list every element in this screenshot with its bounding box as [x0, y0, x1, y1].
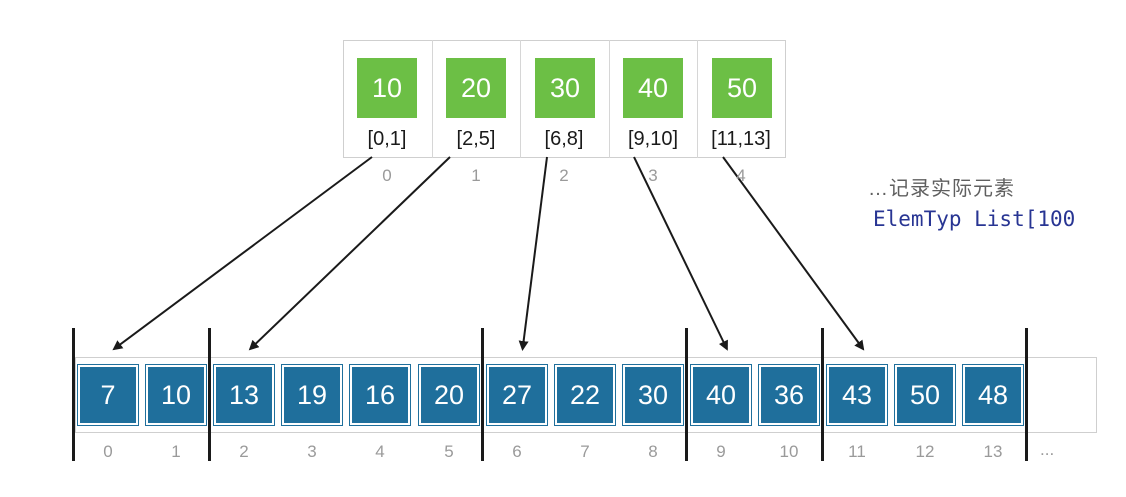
array-value-box: 7 — [77, 364, 139, 426]
index-cell-divider — [697, 40, 698, 158]
array-position-label: 0 — [103, 442, 113, 461]
array-value-box: 48 — [962, 364, 1024, 426]
index-cell-divider — [520, 40, 521, 158]
link-arrow — [722, 156, 865, 351]
group-divider-bar — [685, 328, 688, 461]
index-cell-divider — [609, 40, 610, 158]
array-position-label: 8 — [648, 442, 658, 461]
array-value-box: 10 — [145, 364, 207, 426]
index-value-box: 30 — [535, 58, 595, 118]
link-arrow — [518, 156, 548, 351]
array-position-label: 3 — [307, 442, 317, 461]
index-cell-divider — [432, 40, 433, 158]
array-position-label: 1 — [171, 442, 181, 461]
index-position-label: 0 — [382, 166, 392, 185]
index-value-box: 50 — [712, 58, 772, 118]
array-position-label: 5 — [444, 442, 454, 461]
array-position-label: 13 — [983, 442, 1003, 461]
index-range-label: [2,5] — [456, 128, 496, 150]
link-arrow — [248, 156, 451, 351]
side-caption-chinese: …记录实际元素 — [868, 178, 1015, 200]
array-position-label: 6 — [512, 442, 522, 461]
array-value-box: 13 — [213, 364, 275, 426]
index-position-label: 2 — [559, 166, 569, 185]
array-value-box: 30 — [622, 364, 684, 426]
array-position-label: 11 — [848, 442, 866, 461]
index-range-label: [6,8] — [544, 128, 584, 150]
index-range-label: [0,1] — [367, 128, 407, 150]
array-position-label: 9 — [716, 442, 726, 461]
group-divider-bar — [1025, 328, 1028, 461]
group-divider-bar — [72, 328, 75, 461]
array-ellipsis: ... — [1040, 440, 1055, 459]
index-position-label: 1 — [471, 166, 481, 185]
array-value-box: 50 — [894, 364, 956, 426]
array-value-box: 27 — [486, 364, 548, 426]
index-value-box: 10 — [357, 58, 417, 118]
array-value-box: 36 — [758, 364, 820, 426]
group-divider-bar — [481, 328, 484, 461]
array-position-label: 10 — [779, 442, 799, 461]
link-arrow — [112, 156, 373, 351]
group-divider-bar — [821, 328, 824, 461]
array-value-box: 19 — [281, 364, 343, 426]
array-position-label: 7 — [580, 442, 590, 461]
array-value-box: 40 — [690, 364, 752, 426]
array-value-box: 22 — [554, 364, 616, 426]
array-value-box: 43 — [826, 364, 888, 426]
index-position-label: 4 — [736, 166, 746, 185]
index-value-box: 40 — [623, 58, 683, 118]
array-value-box: 20 — [418, 364, 480, 426]
index-range-label: [11,13] — [711, 128, 771, 150]
side-caption-code: ElemTyp List[100 — [873, 207, 1076, 231]
index-value-box: 20 — [446, 58, 506, 118]
link-arrow — [633, 156, 728, 351]
index-position-label: 3 — [648, 166, 658, 185]
array-value-box: 16 — [349, 364, 411, 426]
index-range-label: [9,10] — [627, 128, 679, 150]
array-position-label: 2 — [239, 442, 249, 461]
group-divider-bar — [208, 328, 211, 461]
array-position-label: 4 — [375, 442, 385, 461]
array-position-label: 12 — [915, 442, 935, 461]
